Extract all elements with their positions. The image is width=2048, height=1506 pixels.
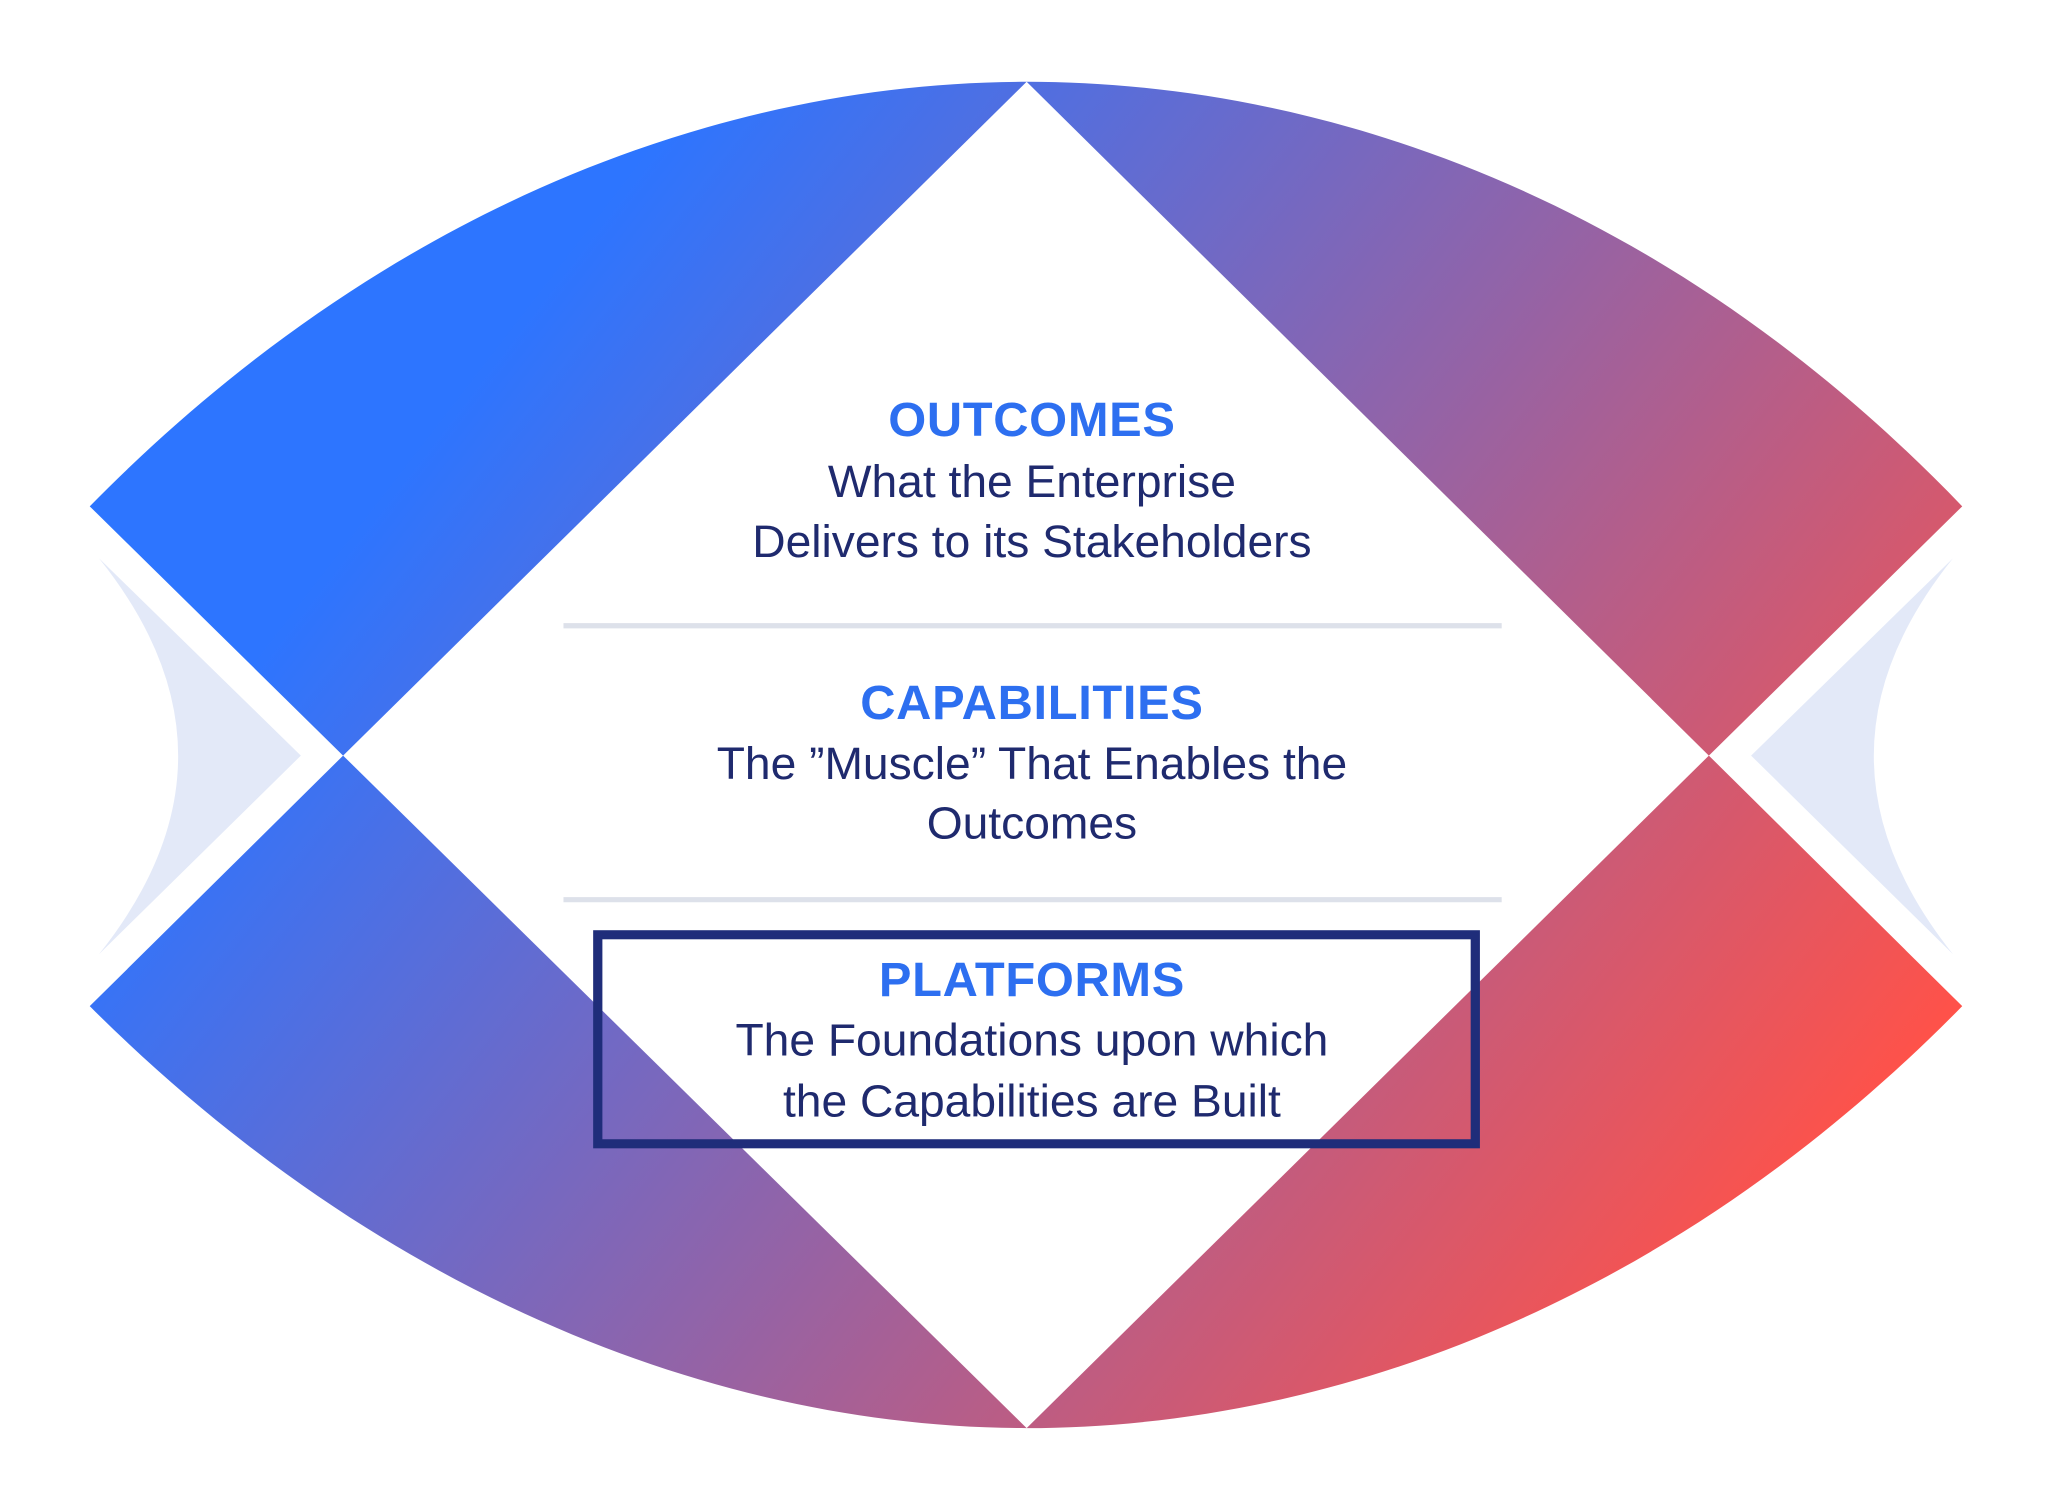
right-crescent: [1751, 558, 1953, 955]
section-platforms: PLATFORMS The Foundations upon which the…: [593, 930, 1480, 1149]
section-description-line: the Capabilities are Built: [783, 1076, 1281, 1127]
section-description-line: What the Enterprise: [828, 457, 1236, 508]
section-title: PLATFORMS: [879, 953, 1185, 1007]
section-description-line: Outcomes: [927, 798, 1137, 849]
section-capabilities: CAPABILITIES The ”Muscle” That Enables t…: [717, 677, 1347, 849]
section-outcomes: OUTCOMES What the Enterprise Delivers to…: [752, 394, 1311, 567]
section-description-line: The Foundations upon which: [735, 1015, 1328, 1066]
platforms-highlight-box: [593, 930, 1480, 1149]
section-description-line: Delivers to its Stakeholders: [752, 516, 1311, 567]
section-description-line: The ”Muscle” That Enables the: [717, 738, 1347, 789]
section-title: CAPABILITIES: [860, 677, 1203, 731]
section-title: OUTCOMES: [888, 394, 1175, 448]
center-diamond: [343, 81, 1709, 1429]
left-crescent: [98, 558, 301, 955]
